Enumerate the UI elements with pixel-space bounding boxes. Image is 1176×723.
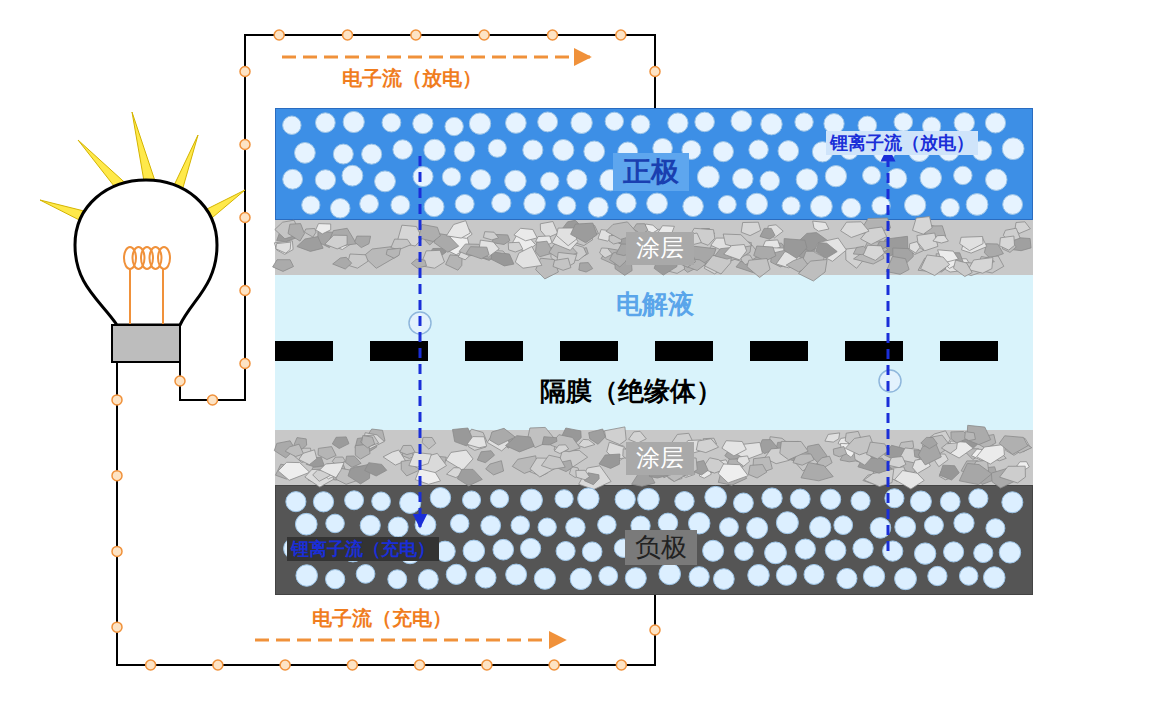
band-label: 涂层 — [626, 232, 694, 265]
separator-dashes — [275, 341, 998, 361]
coating-particles — [274, 425, 1032, 489]
flow-label: 电子流（放电） — [342, 66, 482, 90]
ion-flow-label: 锂离子流（放电） — [826, 131, 978, 155]
electrode-particles — [284, 486, 1023, 589]
ion-flow-arrow — [887, 148, 890, 551]
band-label: 负极 — [625, 530, 697, 565]
band-label: 涂层 — [626, 442, 694, 475]
circuit-wire — [112, 30, 660, 670]
coating-particles — [273, 217, 1031, 281]
separator-label: 隔膜（绝缘体） — [540, 376, 722, 407]
flow-label: 电子流（充电） — [312, 606, 452, 630]
ion-flow-label: 锂离子流（充电） — [287, 537, 439, 561]
electron-flow-arrow — [282, 56, 590, 59]
ion-flow-arrow — [419, 156, 422, 527]
band-label: 电解液 — [606, 287, 704, 322]
electrode-particles — [283, 111, 1024, 219]
electron-flow-arrow — [255, 639, 565, 642]
light-bulb — [40, 112, 245, 362]
band-label: 正极 — [613, 153, 689, 191]
lithium-ion — [879, 370, 901, 392]
